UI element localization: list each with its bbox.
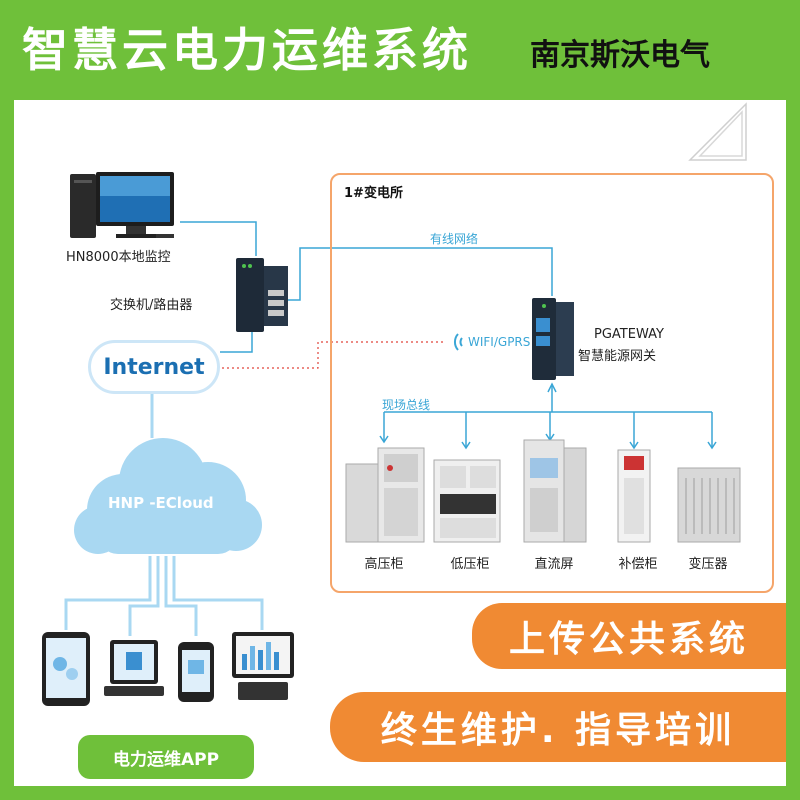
bus-drops	[379, 412, 717, 450]
upload-banner-text: 上传公共系统	[508, 619, 749, 660]
dc-panel-icon	[523, 439, 587, 543]
left-border	[0, 0, 14, 800]
transformer-label: 变压器	[688, 557, 728, 572]
wifi-signal-icon	[454, 333, 463, 351]
wireless-label: WIFI/GPRS	[468, 335, 531, 349]
wired-network-link	[288, 247, 553, 301]
wired-network-label: 有线网络	[430, 232, 479, 246]
desktop-monitor-chart-icon	[232, 632, 294, 700]
internet-label: Internet	[103, 354, 205, 380]
pc-switch-link	[180, 221, 257, 256]
cloud-label: HNP -ECloud	[108, 494, 214, 512]
app-label: 电力运维APP	[112, 749, 220, 770]
low-voltage-cabinet-label: 低压柜	[450, 557, 490, 572]
upload-public-system-banner: 上传公共系统	[472, 603, 786, 669]
substation-boundary	[330, 173, 774, 593]
lifetime-maintenance-banner: 终生维护. 指导培训	[330, 692, 786, 762]
field-bus-label: 现场总线	[382, 398, 431, 412]
main-title: 智慧云电力运维系统	[22, 23, 472, 77]
dc-panel-label: 直流屏	[534, 557, 574, 572]
gateway-description: 智慧能源网关	[578, 349, 657, 364]
company-name: 南京斯沃电气	[530, 38, 710, 73]
high-voltage-cabinet-icon	[345, 447, 425, 543]
gateway-name: PGATEWAY	[594, 327, 664, 342]
wireless-link	[222, 341, 444, 369]
switch-router-label: 交换机/路由器	[110, 298, 193, 313]
cloud-icon	[74, 438, 262, 554]
switch-router-icon	[236, 258, 288, 332]
compensation-cabinet-icon	[617, 449, 651, 543]
tablet-icon	[42, 632, 90, 706]
right-border	[786, 0, 800, 800]
low-voltage-cabinet-icon	[433, 459, 501, 543]
cloud-device-links	[64, 556, 264, 636]
laptop-icon	[104, 640, 164, 696]
desktop-computer-icon	[70, 172, 174, 238]
bottom-border	[0, 786, 800, 800]
internet-node: Internet	[88, 340, 220, 394]
app-badge: 电力运维APP	[78, 735, 254, 779]
smartphone-icon	[178, 642, 214, 702]
substation-label: 1#变电所	[344, 186, 403, 201]
high-voltage-cabinet-label: 高压柜	[364, 557, 404, 572]
service-banner-text: 终生维护. 指导培训	[380, 710, 736, 751]
gateway-device-icon	[532, 298, 574, 380]
local-monitor-label: HN8000本地监控	[66, 250, 171, 265]
switch-internet-link	[220, 330, 253, 353]
compensation-cabinet-label: 补偿柜	[618, 557, 658, 572]
transformer-icon	[677, 467, 741, 543]
header-band	[0, 0, 800, 100]
